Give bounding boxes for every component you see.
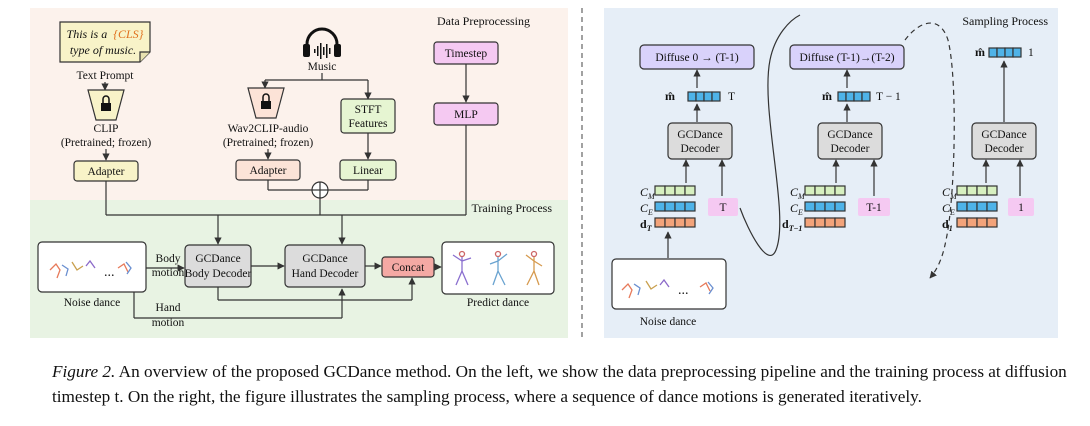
decoder-box-2 (817, 122, 883, 160)
decoder-3-line2: Decoder (985, 143, 1024, 155)
sampling-title: Sampling Process (962, 14, 1048, 28)
connector-1 (739, 14, 801, 257)
clip-encoder (87, 89, 125, 121)
t-label-1: T (719, 202, 726, 214)
cm-vector-3 (956, 185, 998, 196)
ce-vector-1 (654, 201, 696, 212)
stft-label-2: Features (349, 118, 388, 130)
hand-decoder-2: Hand Decoder (292, 268, 359, 280)
diffuse-box-1 (639, 44, 755, 70)
caption-fig: Figure 2. (52, 362, 116, 381)
m-vector-3 (988, 47, 1022, 58)
t-box-2 (858, 198, 890, 216)
ce-label-2: CE (790, 201, 803, 217)
hand-decoder-box (284, 244, 366, 288)
body-motion-1: Body (156, 253, 181, 265)
wav2clip-sub: (Pretrained; frozen) (223, 137, 314, 149)
clip-label: CLIP (94, 123, 119, 135)
caption-text: An overview of the proposed GCDance meth… (52, 362, 1067, 406)
mlp-label: MLP (454, 109, 478, 121)
m-hat-3: m̂ (975, 45, 985, 59)
d-label-1: dT (640, 217, 653, 233)
cm-vector-1 (654, 185, 696, 196)
decoder-box-3 (971, 122, 1037, 160)
d-label-3: d1 (942, 217, 953, 233)
ce-vector-3 (956, 201, 998, 212)
stft-label-1: STFT (355, 104, 382, 116)
hand-motion-1: Hand (156, 302, 181, 314)
noise-dance-box-right (611, 258, 727, 310)
timestep-label: Timestep (445, 48, 488, 60)
m-vector-1 (687, 91, 721, 102)
d-vector-1 (654, 217, 696, 228)
hand-motion-2: motion (152, 317, 185, 329)
m-label-1: T (728, 91, 735, 103)
diffuse-box-2 (789, 44, 905, 70)
wav2clip-encoder (247, 87, 285, 119)
m-label-3: 1 (1028, 47, 1034, 59)
lock-icon-2 (261, 101, 271, 109)
diffuse-label-1: Diffuse 0 → (T-1) (655, 52, 739, 64)
predict-dance-label: Predict dance (467, 297, 529, 309)
preprocessing-title: Data Preprocessing (437, 14, 530, 28)
lock-icon (101, 103, 111, 111)
t-label-2: T-1 (866, 202, 882, 214)
cm-label-2: CM (790, 185, 806, 201)
noise-dance-label: Noise dance (64, 297, 121, 309)
cm-label-3: CM (942, 185, 958, 201)
ce-vector-2 (804, 201, 846, 212)
concat-label: Concat (392, 262, 425, 274)
noise-dance-label-right: Noise dance (640, 316, 697, 328)
body-decoder-box (184, 244, 252, 288)
prompt-text: This is a (67, 27, 108, 41)
body-decoder-1: GCDance (195, 253, 240, 265)
t-box-3 (1008, 198, 1034, 216)
predict-pose-icon (452, 250, 543, 286)
text-prompt-note: This is a {CLS} type of music. (59, 21, 151, 63)
noise-ellipsis-right: ... (678, 283, 689, 298)
noise-dance-box (37, 241, 147, 293)
t-box-1 (708, 198, 738, 216)
text-prompt-label: Text Prompt (76, 70, 134, 82)
dance-pose-icon-right (621, 278, 714, 299)
dance-pose-icon (49, 259, 132, 279)
decoder-box-1 (667, 122, 733, 160)
decoder-1-line1: GCDance (677, 129, 722, 141)
sum-node (311, 181, 329, 199)
d-vector-2 (804, 217, 846, 228)
decoder-2-line2: Decoder (831, 143, 870, 155)
adapter-text-label: Adapter (87, 166, 124, 178)
body-motion-2: motion (152, 267, 185, 279)
wav2clip-label: Wav2CLIP-audio (228, 123, 309, 135)
cm-vector-2 (804, 185, 846, 196)
t-label-3: 1 (1018, 202, 1024, 214)
decoder-3-line1: GCDance (981, 129, 1026, 141)
diffuse-label-2: Diffuse (T-1)→(T-2) (799, 52, 894, 64)
decoder-1-line2: Decoder (681, 143, 720, 155)
clip-sub: (Pretrained; frozen) (61, 137, 152, 149)
prompt-cls: {CLS} (113, 27, 143, 41)
ce-label-3: CE (942, 201, 955, 217)
d-label-2: dT−1 (782, 217, 802, 233)
training-title: Training Process (471, 201, 552, 215)
ce-label-1: CE (640, 201, 653, 217)
figure-caption: Figure 2. An overview of the proposed GC… (52, 359, 1072, 409)
body-decoder-2: Body Decoder (185, 268, 252, 280)
decoder-2-line1: GCDance (827, 129, 872, 141)
d-vector-3 (956, 217, 998, 228)
svg-text:This is a {CLS}: This is a {CLS} (67, 27, 144, 41)
m-hat-1: m̂ (665, 89, 675, 103)
linear-label: Linear (353, 165, 383, 177)
noise-ellipsis: ... (104, 265, 115, 280)
m-vector-2 (837, 91, 871, 102)
cm-label-1: CM (640, 185, 656, 201)
adapter-audio-label: Adapter (249, 165, 286, 177)
m-hat-2: m̂ (822, 89, 832, 103)
prompt-text-2: type of music. (70, 43, 136, 57)
hand-decoder-1: GCDance (302, 253, 347, 265)
music-label: Music (308, 61, 337, 73)
headphones-icon (303, 27, 341, 59)
m-label-2: T − 1 (876, 91, 901, 103)
